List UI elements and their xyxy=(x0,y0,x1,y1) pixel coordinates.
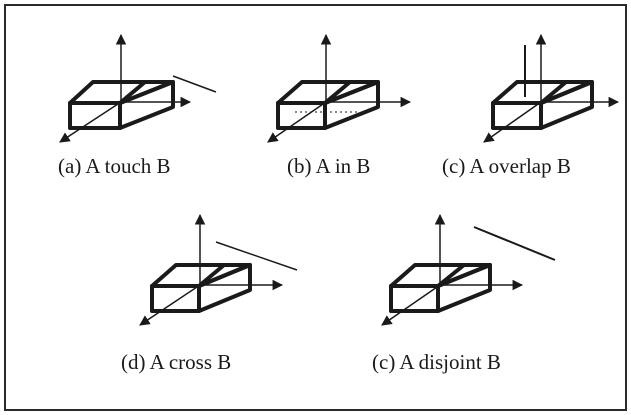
box-b xyxy=(276,80,380,130)
caption-d-cross: (d) A cross B xyxy=(121,350,232,374)
box-e xyxy=(389,263,492,313)
object-b-line xyxy=(172,75,217,93)
y-axis xyxy=(139,284,201,326)
y-axis xyxy=(381,284,441,326)
caption-b-in: (b) A in B xyxy=(287,154,371,178)
panel-c-diagram xyxy=(483,33,620,143)
panel-a-diagram xyxy=(59,33,217,143)
panel-b-diagram xyxy=(267,33,412,143)
box-d xyxy=(150,263,252,313)
object-b-line xyxy=(473,226,556,261)
y-axis xyxy=(59,101,122,143)
y-axis xyxy=(267,101,327,143)
panel-e-diagram xyxy=(381,213,556,326)
caption-e-disjoint: (c) A disjoint B xyxy=(372,350,501,374)
panel-d-diagram xyxy=(139,213,298,326)
box-c xyxy=(491,80,594,130)
y-axis xyxy=(483,101,542,143)
box-a xyxy=(68,80,175,130)
figure-border xyxy=(4,4,627,411)
object-b-line xyxy=(215,241,298,271)
caption-a-touch: (a) A touch B xyxy=(58,154,171,178)
caption-c-overlap: (c) A overlap B xyxy=(442,154,571,178)
